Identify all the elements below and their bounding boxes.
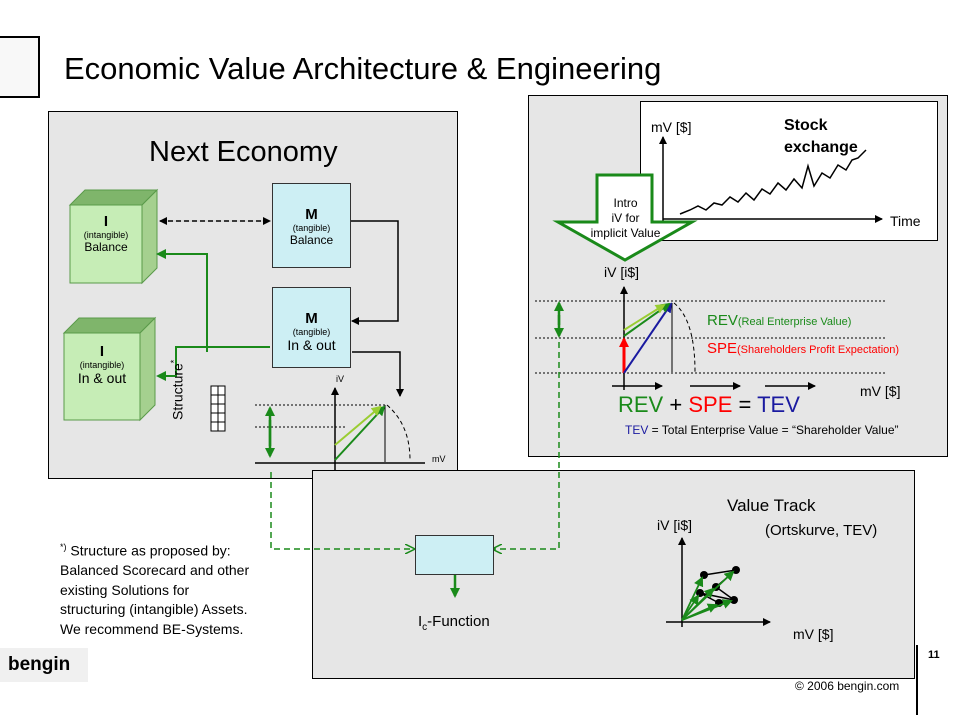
stock-exchange-chart [659,136,883,223]
value-track-ylabel: iV [i$] [657,517,693,533]
rev-iv-label: iV [i$] [604,264,640,280]
corner-frame [0,36,40,98]
cube-intangible-inout [62,316,157,422]
stock-chart-box [640,101,938,241]
green-link-inout [156,346,270,381]
mini-iv-label: iV [336,374,345,384]
page-title: Economic Value Architecture & Engineerin… [64,51,662,86]
tev-note: TEV = Total Enterprise Value = “Sharehol… [625,423,899,437]
intro-arrow-text: Intro iV for implicit Value [590,196,661,240]
spe-legend: SPE(Shareholders Profit Expectation) [707,340,900,357]
page-number: 11 [928,649,940,661]
green-link-balance [156,249,208,352]
dashed-link-right-to-ic [494,342,560,549]
rev-mv-label: mV [$] [860,383,901,399]
m-tangible-balance-box: M (tangible) Balance [272,183,351,268]
mini-value-chart [255,387,425,470]
value-track-xlabel: mV [$] [793,626,834,642]
structure-grid-icon [210,385,226,432]
stock-ylabel: mV [$] [651,119,692,135]
copyright: © 2006 bengin.com [795,679,900,693]
value-track-panel [312,470,915,679]
structure-footnote: *) Structure as proposed by: Balanced Sc… [60,542,250,637]
stock-title-line1: Stock [784,117,828,134]
stock-xlabel: Time [890,213,921,229]
ic-function-box [415,535,494,575]
rev-legend: REV(Real Enterprise Value) [707,312,852,329]
m-loop-connector [351,220,399,325]
next-economy-heading: Next Economy [149,136,338,168]
dashed-link-left-to-ic [270,472,413,549]
cube-intangible-balance [68,188,159,285]
m-to-mini-chart [352,351,404,397]
intro-down-arrow [552,173,698,262]
bengin-logo: bengin [0,648,88,682]
ic-function-label: Ic-Function [418,613,490,633]
structure-label: Structure* [169,359,186,420]
mini-mv-label: mV [432,454,446,464]
value-track-title: Value Track [727,496,816,515]
cube-inout-label: I (intangible) In & out [77,343,127,386]
stock-title-line2: exchange [784,139,858,156]
m-tangible-inout-box: M (tangible) In & out [272,287,351,368]
footer-divider [916,645,918,715]
rev-spe-tev-equation: REV + SPE = TEV [618,392,800,417]
value-track-chart [666,537,771,627]
value-track-subtitle: (Ortskurve, TEV) [765,522,878,539]
cube-balance-label: I (intangible) Balance [83,213,129,254]
rev-spe-diagram [535,286,885,390]
